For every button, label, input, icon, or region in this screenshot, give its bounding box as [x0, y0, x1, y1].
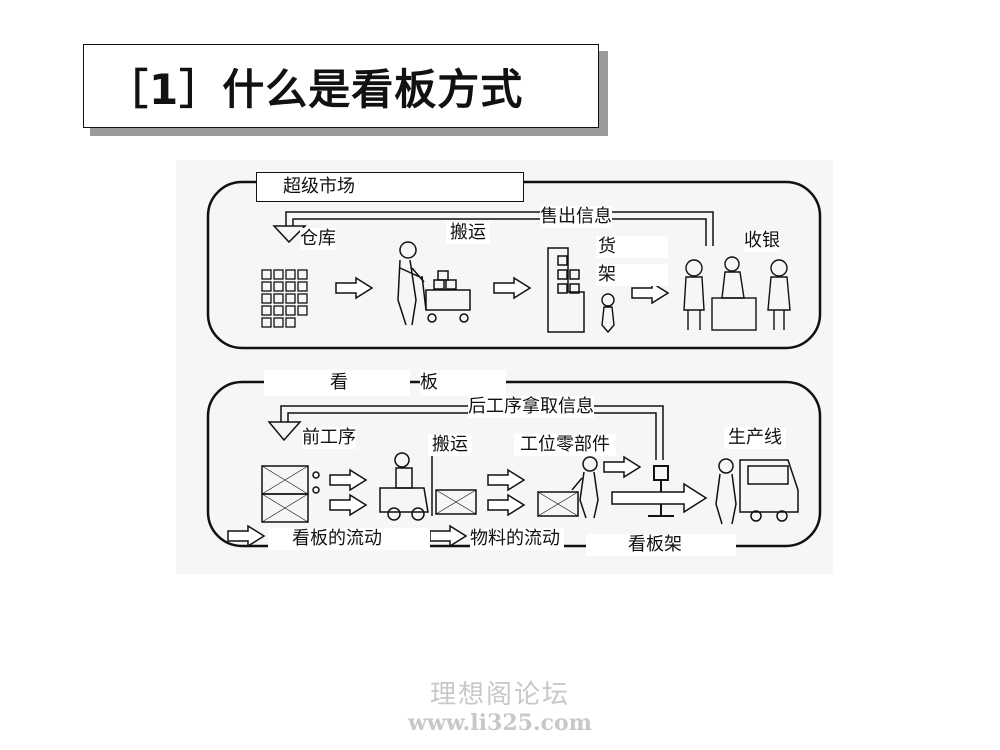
child-figure [601, 293, 615, 334]
sales-info-line [285, 211, 714, 246]
kanban-flow-arrow [227, 524, 266, 548]
forklift [379, 450, 477, 521]
production-line-figure [715, 458, 799, 525]
sales-info-arrowhead [272, 225, 307, 244]
retrieval-info-label: 后工序拿取信息 [468, 396, 594, 418]
station-parts-label: 工位零部件 [514, 434, 616, 456]
material-flow-arrow [429, 524, 468, 548]
flow-arrow-7 [487, 493, 526, 517]
worker-at-station [537, 456, 599, 519]
watermark-url: www.li325.com [408, 710, 592, 736]
shelf [547, 247, 585, 333]
kanban-diagram: 超级市场 售出信息 仓库 搬运 货 架 收银 看 板 后工序拿取信息 前工序 搬… [176, 160, 833, 574]
flow-arrow-1 [335, 276, 374, 300]
flow-arrow-3 [631, 281, 670, 305]
page-title: ［1］什么是看板方式 [106, 64, 524, 114]
watermark-forum-name: 理想阁论坛 [429, 680, 570, 710]
kanban-rack-label: 看板架 [586, 534, 736, 556]
flow-arrow-4 [329, 468, 368, 492]
kanban-flow-label: 看板的流动 [268, 528, 430, 550]
material-flow-label: 物料的流动 [470, 528, 564, 550]
kanban-section-label-1: 看 [264, 370, 410, 396]
flow-arrow-8 [603, 455, 642, 479]
transport-label-2: 搬运 [428, 434, 472, 456]
cashier-figures [683, 256, 791, 331]
flow-arrow-9 [611, 482, 708, 514]
shelf-label-1: 货 [596, 236, 668, 258]
retrieval-info-arrowhead [267, 421, 302, 442]
kanban-section-label-2: 板 [420, 370, 506, 396]
shelf-label-2: 架 [596, 264, 668, 286]
flow-arrow-5 [329, 493, 368, 517]
flow-arrow-6 [487, 468, 526, 492]
title-box: ［1］什么是看板方式 [83, 44, 599, 128]
transport-label-1: 搬运 [446, 222, 490, 244]
worker-with-cart [397, 241, 471, 326]
warehouse-label: 仓库 [300, 228, 336, 250]
kanban-rack-post [648, 465, 674, 517]
prev-process-label: 前工序 [302, 427, 356, 449]
production-line-label: 生产线 [724, 427, 786, 449]
diagram-drawing [206, 180, 822, 548]
flow-arrow-2 [493, 276, 532, 300]
cashier-label: 收银 [744, 230, 780, 252]
sales-info-label: 售出信息 [540, 206, 612, 228]
warehouse-boxes [261, 269, 308, 328]
parts-cages-left [261, 465, 320, 523]
supermarket-panel [206, 180, 822, 350]
supermarket-section-label: 超级市场 [256, 172, 524, 202]
